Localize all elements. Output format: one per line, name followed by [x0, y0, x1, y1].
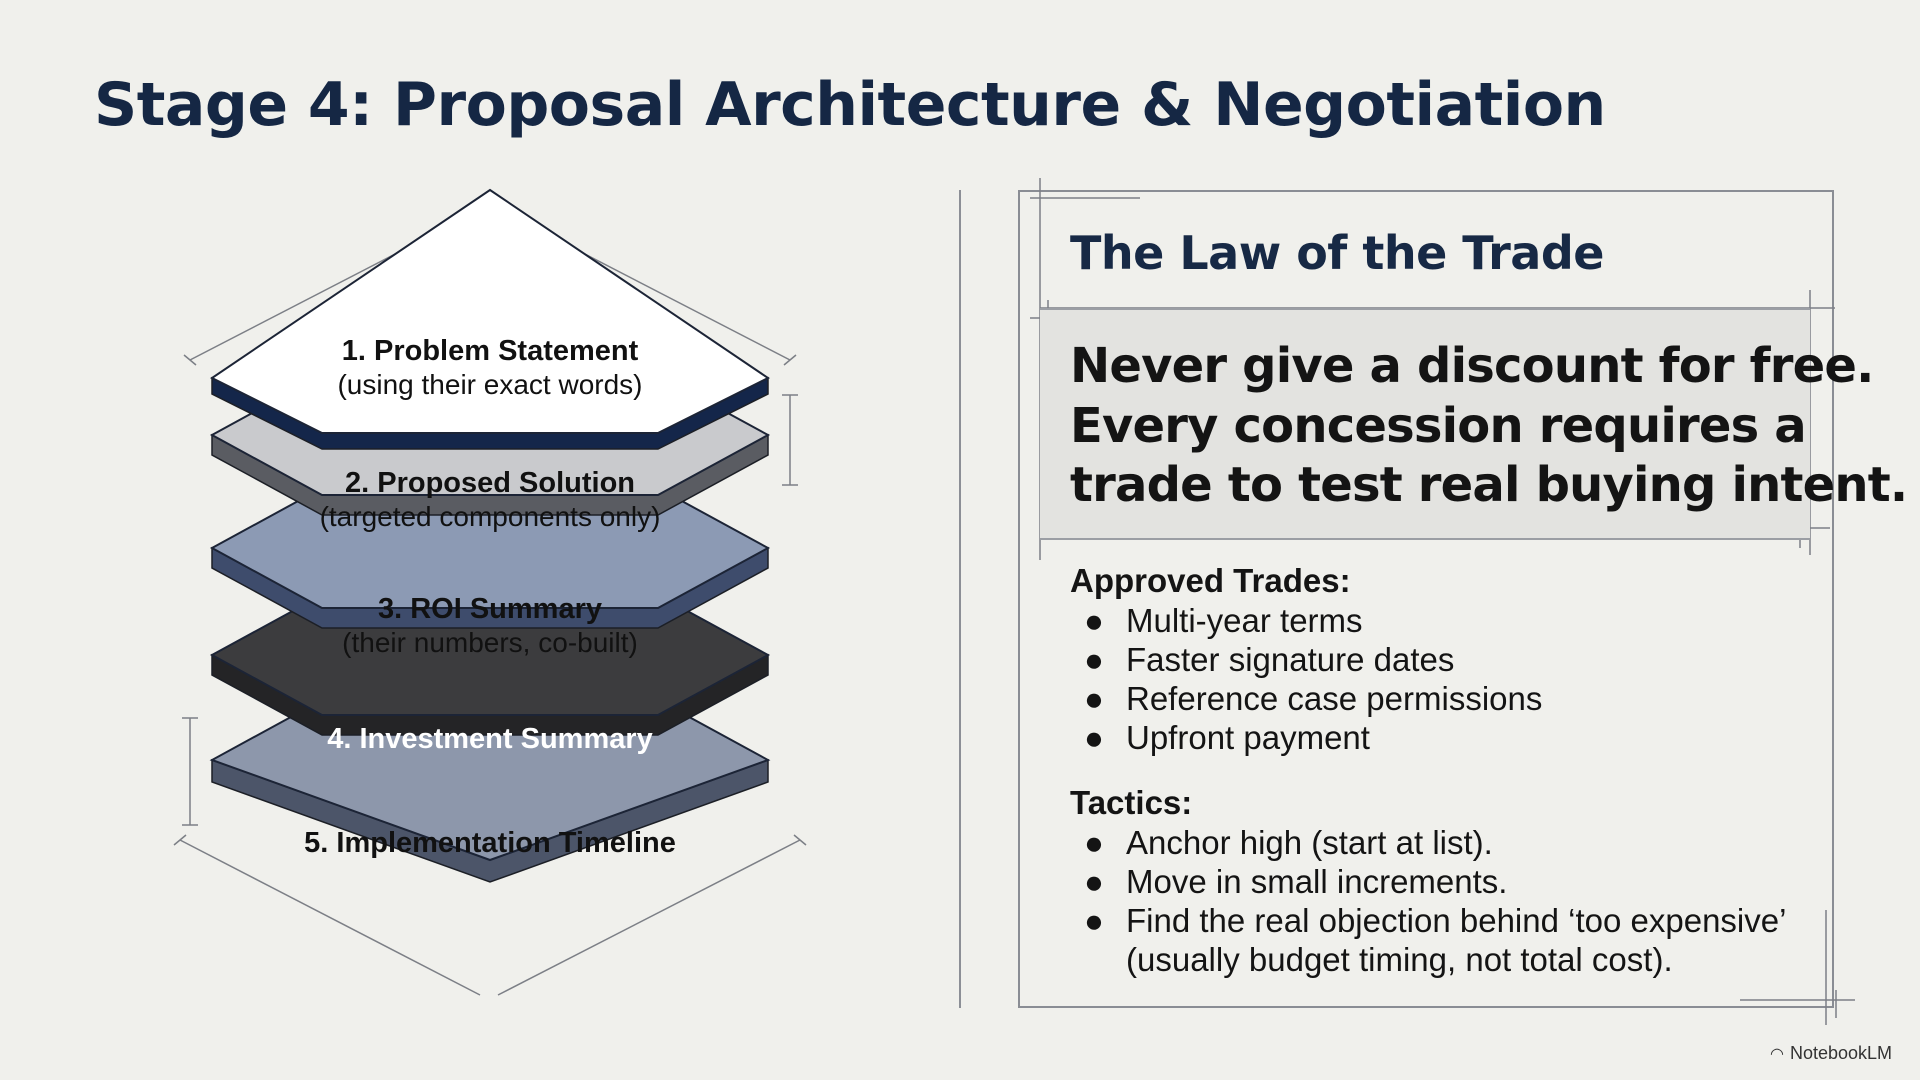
list-item-text: Anchor high (start at list).: [1126, 824, 1493, 861]
list-item-text: Reference case permissions: [1126, 680, 1543, 717]
tactics-heading: Tactics:: [1070, 784, 1193, 821]
list-item: ● Faster signature dates: [1084, 640, 1804, 679]
list-item: ● Anchor high (start at list).: [1084, 823, 1804, 862]
notebooklm-logo-icon: ◠: [1770, 1046, 1784, 1063]
list-item-text: Multi-year terms: [1126, 602, 1363, 639]
slide-title: Stage 4: Proposal Architecture & Negotia…: [94, 70, 1606, 140]
layer-title: 4. Investment Summary: [327, 723, 653, 755]
brand-watermark: ◠ NotebookLM: [1770, 1043, 1892, 1064]
list-item: ● Move in small increments.: [1084, 862, 1804, 901]
list-item-text: Find the real objection behind ‘too expe…: [1126, 902, 1786, 978]
list-item: ● Find the real objection behind ‘too exp…: [1084, 901, 1804, 979]
column-divider: [959, 190, 961, 1008]
approved-trades-heading: Approved Trades:: [1070, 562, 1351, 599]
layer-title: 1. Problem Statement: [341, 335, 639, 367]
law-line-1: Never give a discount for free.: [1070, 338, 1874, 394]
law-statement-box: [1040, 308, 1810, 540]
brand-name: NotebookLM: [1789, 1043, 1893, 1063]
layer-1-label: 1. Problem Statement(using their exact w…: [210, 334, 770, 402]
layer-3-label: 3. ROI Summary(their numbers, co-built): [210, 592, 770, 660]
list-item: ● Reference case permissions: [1084, 679, 1804, 718]
layer-1-face: [210, 188, 770, 434]
layer-2-label: 2. Proposed Solution(targeted components…: [210, 466, 770, 534]
layer-subtitle: (targeted components only): [319, 501, 661, 532]
law-line-3: trade to test real buying intent.: [1070, 457, 1908, 513]
bullet-icon: ●: [1084, 719, 1104, 756]
bullet-icon: ●: [1084, 680, 1104, 717]
bullet-icon: ●: [1084, 641, 1104, 678]
card-title: The Law of the Trade: [1070, 226, 1604, 280]
law-line-2: Every concession requires a: [1070, 398, 1807, 454]
bullet-icon: ●: [1084, 863, 1104, 900]
list-item-text: Faster signature dates: [1126, 641, 1455, 678]
bullet-icon: ●: [1084, 824, 1104, 861]
law-card: [1018, 190, 1834, 1008]
list-item: ● Upfront payment: [1084, 718, 1804, 757]
layer-subtitle: (their numbers, co-built): [342, 627, 638, 658]
layer-title: 5. Implementation Timeline: [304, 827, 676, 859]
layer-stack-diagram: [173, 188, 807, 996]
list-item-text: Move in small increments.: [1126, 863, 1508, 900]
layer-subtitle: (using their exact words): [337, 369, 643, 400]
layer-title: 3. ROI Summary: [377, 593, 603, 625]
layer-4-label: 4. Investment Summary: [210, 722, 770, 756]
layer-5-label: 5. Implementation Timeline: [210, 826, 770, 860]
bullet-icon: ●: [1084, 902, 1104, 939]
list-item: ● Multi-year terms: [1084, 601, 1804, 640]
bullet-icon: ●: [1084, 602, 1104, 639]
list-item-text: Upfront payment: [1126, 719, 1370, 756]
layer-title: 2. Proposed Solution: [344, 467, 635, 499]
